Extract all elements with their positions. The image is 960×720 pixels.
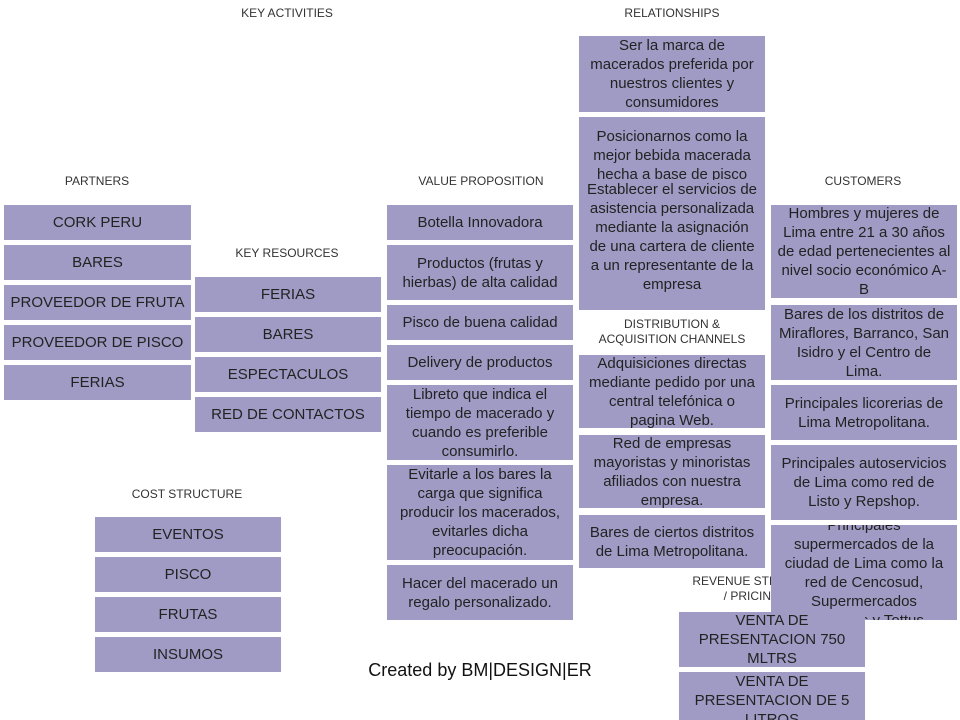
partner-box: CORK PERU [4, 205, 191, 240]
customer-box: Principales licorerias de Lima Metropoli… [771, 385, 957, 440]
value-proposition-box: Delivery de productos [387, 345, 573, 380]
relationships-header: RELATIONSHIPS [624, 6, 720, 20]
value-proposition-box: Productos (frutas y hierbas) de alta cal… [387, 245, 573, 300]
partner-box: BARES [4, 245, 191, 280]
key-resource-box: ESPECTACULOS [195, 357, 381, 392]
relationship-box: Posicionarnos como la mejor bebida macer… [579, 117, 765, 189]
value-proposition-header: VALUE PROPOSITION [418, 174, 544, 188]
customer-box: Bares de los distritos de Miraflores, Ba… [771, 305, 957, 380]
customer-box: Principales autoservicios de Lima como r… [771, 445, 957, 520]
cost-structure-header: COST STRUCTURE [131, 487, 243, 501]
customer-box: Hombres y mujeres de Lima entre 21 a 30 … [771, 205, 957, 298]
relationship-box: Ser la marca de macerados preferida por … [579, 36, 765, 112]
cost-box: INSUMOS [95, 637, 281, 672]
partner-box: PROVEEDOR DE PISCO [4, 325, 191, 360]
revenue-box: VENTA DE PRESENTACION DE 5 LITROS [679, 672, 865, 720]
cost-box: FRUTAS [95, 597, 281, 632]
customers-header: CUSTOMERS [824, 174, 902, 188]
key-activities-header: KEY ACTIVITIES [241, 6, 333, 20]
cost-box: EVENTOS [95, 517, 281, 552]
key-resource-box: BARES [195, 317, 381, 352]
partners-header: PARTNERS [64, 174, 130, 188]
relationship-box: Establecer el servicios de asistencia pe… [579, 180, 765, 310]
value-proposition-box: Botella Innovadora [387, 205, 573, 240]
key-resource-box: FERIAS [195, 277, 381, 312]
value-proposition-box: Evitarle a los bares la carga que signif… [387, 465, 573, 560]
value-proposition-box: Pisco de buena calidad [387, 305, 573, 340]
distribution-box: Adquisiciones directas mediante pedido p… [579, 355, 765, 428]
key-resources-header: KEY RESOURCES [235, 246, 339, 260]
revenue-box: VENTA DE PRESENTACION 750 MLTRS [679, 612, 865, 667]
partner-box: PROVEEDOR DE FRUTA [4, 285, 191, 320]
partner-box: FERIAS [4, 365, 191, 400]
distribution-header: DISTRIBUTION & ACQUISITION CHANNELS [598, 317, 746, 346]
key-resource-box: RED DE CONTACTOS [195, 397, 381, 432]
cost-box: PISCO [95, 557, 281, 592]
distribution-box: Bares de ciertos distritos de Lima Metro… [579, 515, 765, 568]
distribution-box: Red de empresas mayoristas y minoristas … [579, 435, 765, 508]
footer-credit: Created by BM|DESIGN|ER [368, 660, 592, 680]
value-proposition-box: Libreto que indica el tiempo de macerado… [387, 385, 573, 460]
customer-box: Principales supermercados de la ciudad d… [771, 525, 957, 620]
value-proposition-box: Hacer del macerado un regalo personaliza… [387, 565, 573, 620]
